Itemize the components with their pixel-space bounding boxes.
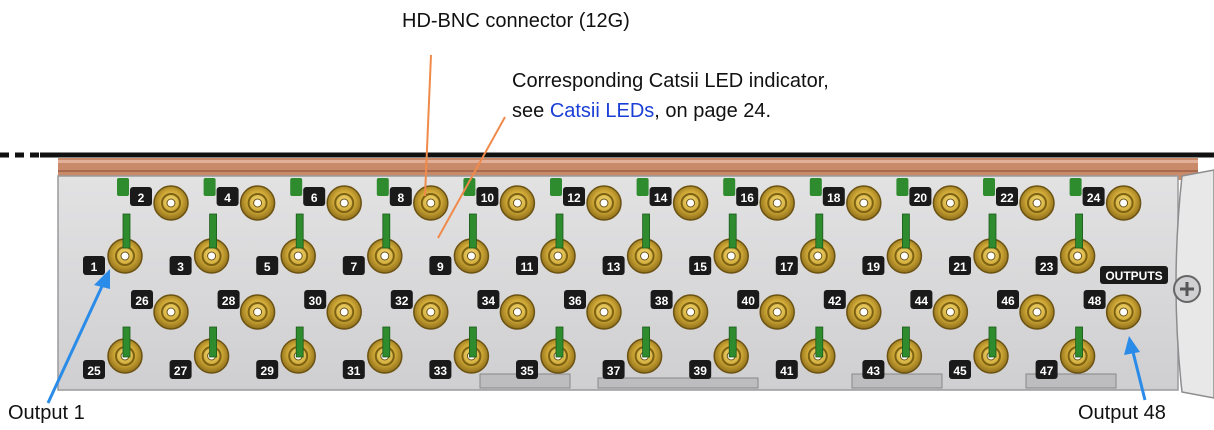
output-48-label: Output 48 [1078,402,1166,424]
output-41-label: 41 [780,364,794,378]
output-48-arrow-shaft [1131,351,1147,401]
output-4-label: 4 [224,191,231,205]
output-7-label: 7 [350,260,357,274]
output-46-label: 46 [1001,294,1015,308]
output-44-label: 44 [915,294,929,308]
outputs-plate [1100,266,1168,284]
output-34-label: 34 [482,294,496,308]
output-23-label: 23 [1040,260,1054,274]
output-10-label: 10 [481,191,495,205]
output-26-label: 26 [135,294,149,308]
output-24-label: 24 [1087,191,1101,205]
output-22-label: 22 [1000,191,1014,205]
output-18-label: 18 [827,191,841,205]
outputs-label: OUTPUTS [1105,269,1162,283]
output-5-label: 5 [264,260,271,274]
output-9-label: 9 [437,260,444,274]
output-12-label: 12 [567,191,581,205]
output-36-label: 36 [568,294,582,308]
connector-group: 1225263427285629307831329103334111235361… [83,178,1142,379]
output-48-label: 48 [1088,294,1102,308]
output-1-label: 1 [91,260,98,274]
output-20-label: 20 [914,191,928,205]
output-11-label: 11 [521,260,534,274]
output-6-label: 6 [311,191,318,205]
output-21-label: 21 [953,260,967,274]
led-callout-line1: Corresponding Catsii LED indicator, [512,70,829,92]
output-42-label: 42 [828,294,842,308]
output-35-label: 35 [520,364,534,378]
led-callout-page: , on page 24. [654,100,772,122]
output-27-label: 27 [174,364,188,378]
output-17-label: 17 [780,260,794,274]
output-37-label: 37 [607,364,621,378]
output-28-label: 28 [222,294,236,308]
copper-strip [58,158,1198,180]
output-19-label: 19 [867,260,881,274]
output-47-label: 47 [1040,364,1054,378]
led-leader-line [437,116,506,239]
output-16-label: 16 [741,191,755,205]
output-14-label: 14 [654,191,668,205]
output-1-arrowhead [94,269,110,289]
output-39-label: 39 [694,364,708,378]
output-43-label: 43 [867,364,881,378]
output-1-label: Output 1 [8,402,85,424]
output-2-label: 2 [138,191,145,205]
led-callout-see: see [512,100,550,122]
hd-bnc-leader-line [424,54,432,197]
output-40-label: 40 [742,294,756,308]
output-31-label: 31 [347,364,361,378]
hd-bnc-callout: HD-BNC connector (12G) [402,10,630,32]
output-38-label: 38 [655,294,669,308]
led-callout-line2: see Catsii LEDs, on page 24. [512,100,771,123]
output-32-label: 32 [395,294,409,308]
output-1-arrow-shaft [46,281,106,404]
output-48-arrowhead [1124,336,1140,355]
output-3-label: 3 [177,260,184,274]
output-33-label: 33 [434,364,448,378]
output-25-label: 25 [87,364,101,378]
output-8-label: 8 [397,191,404,205]
output-30-label: 30 [309,294,323,308]
catsii-leds-link[interactable]: Catsii LEDs [549,100,655,122]
output-29-label: 29 [261,364,275,378]
output-45-label: 45 [953,364,967,378]
output-15-label: 15 [694,260,708,274]
output-13-label: 13 [607,260,621,274]
